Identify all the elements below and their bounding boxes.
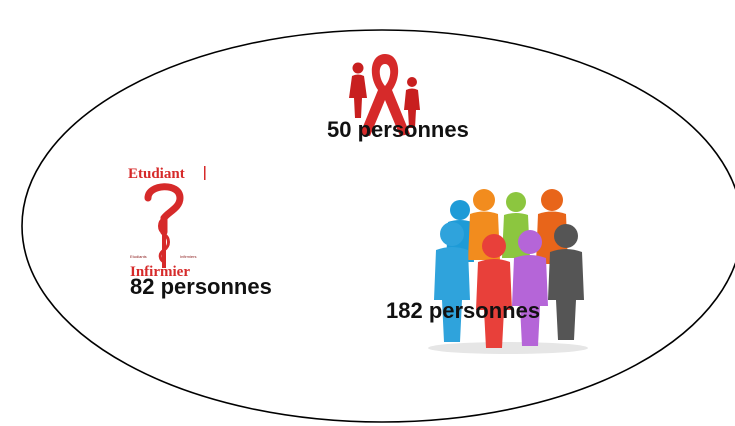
students-count-label: 82 personnes xyxy=(130,274,272,299)
logo-small-left-text: Etudiants xyxy=(130,254,147,259)
person-front-purple-icon xyxy=(512,230,548,346)
logo-top-text: Etudiant xyxy=(128,166,185,182)
red-ribbon-figures-icon xyxy=(349,54,420,136)
nursing-student-logo-icon: Etudiant Etudiants Infirmiers Infirmier xyxy=(128,166,206,280)
person-front-red-icon xyxy=(476,234,512,348)
logo-bottom-text: Infirmier xyxy=(130,264,190,280)
ribbon-count-label: 50 personnes xyxy=(327,117,469,142)
person-front-blue-icon xyxy=(434,222,470,342)
crowd-people-icon xyxy=(428,189,588,354)
people-count-label: 182 personnes xyxy=(386,298,541,323)
logo-small-right-text: Infirmiers xyxy=(180,254,196,259)
person-front-grey-icon xyxy=(548,224,584,340)
